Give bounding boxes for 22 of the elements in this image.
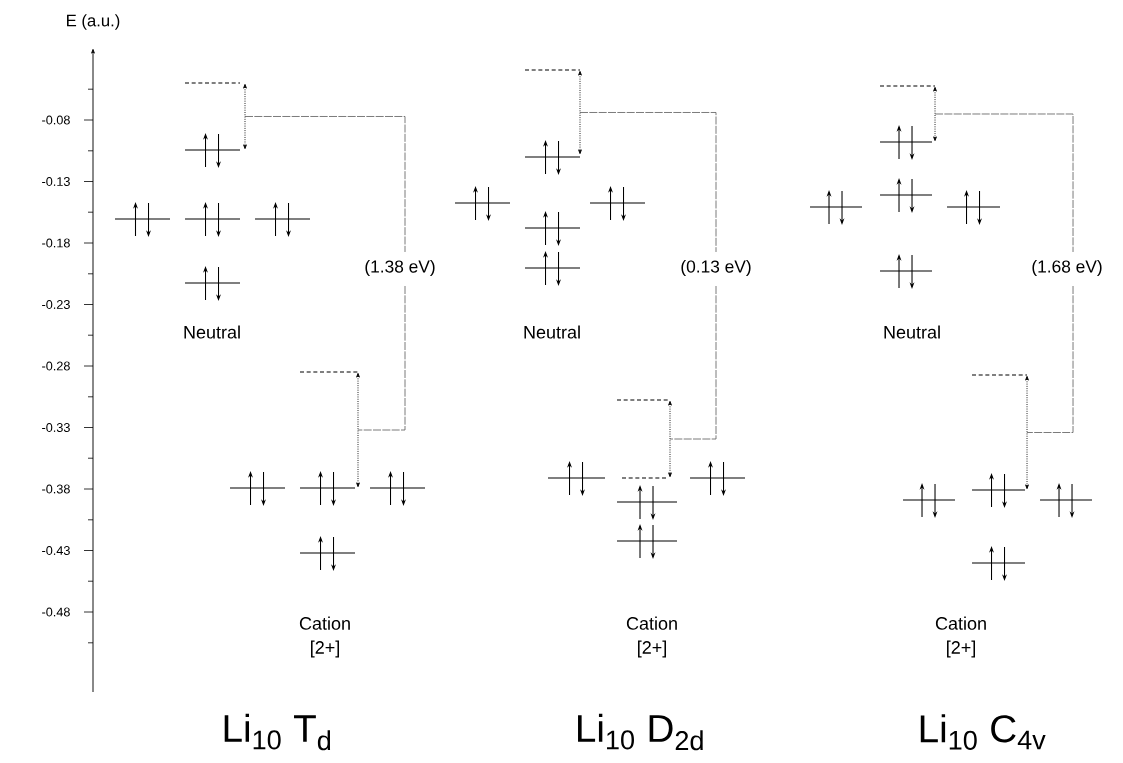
state-label: Cation [2+] xyxy=(935,616,986,658)
state-label: Neutral xyxy=(184,325,240,339)
state-label: Cation [2+] xyxy=(626,616,677,658)
tick-label: -0.13 xyxy=(42,177,70,186)
state-label: Neutral xyxy=(884,325,940,339)
tick-label: -0.33 xyxy=(42,423,70,432)
cluster-title: Li$_{10}$ C$_{4v}$ xyxy=(920,714,1046,750)
tick-label: -0.23 xyxy=(42,300,70,309)
tick-label: -0.38 xyxy=(42,484,70,494)
gap-label: (1.68 eV) xyxy=(1032,259,1102,277)
tick-label: -0.48 xyxy=(42,607,70,617)
gap-label: (0.13 eV) xyxy=(681,259,751,277)
state-label: Cation [2+] xyxy=(299,616,350,658)
tick-label: -0.43 xyxy=(42,546,70,555)
cluster-title: Li$_{10}$ T$_{d}$ xyxy=(224,713,331,751)
axis-title: E (a.u.) xyxy=(67,14,120,30)
gap-label: (1.38 eV) xyxy=(365,259,435,277)
cluster-title: Li$_{10}$ D$_{2d}$ xyxy=(578,713,703,751)
tick-label: -0.28 xyxy=(42,361,70,371)
tick-label: -0.18 xyxy=(42,238,70,248)
tick-label: -0.08 xyxy=(42,115,70,125)
state-label: Neutral xyxy=(524,325,580,339)
